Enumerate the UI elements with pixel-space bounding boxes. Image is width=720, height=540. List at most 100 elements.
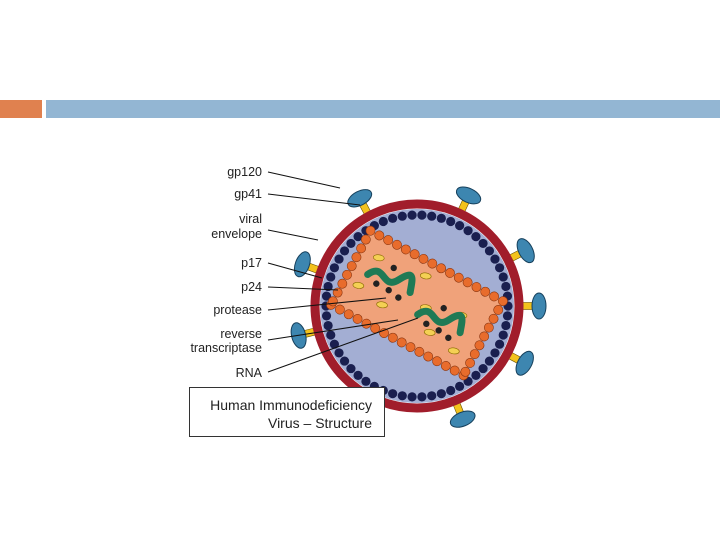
caption-line-2: Virus – Structure (267, 415, 372, 431)
lipid-bead (353, 232, 363, 242)
gp120-cap (449, 410, 476, 428)
lipid-bead (407, 392, 417, 402)
leader-line-rna (267, 317, 419, 373)
protease-molecule (448, 347, 460, 355)
capsid-bead (480, 286, 491, 297)
lipid-bead (346, 363, 356, 374)
lipid-bead (378, 216, 388, 227)
capsid-bead (352, 314, 363, 324)
gp120-cap (515, 350, 534, 376)
capsid-bead (462, 277, 473, 288)
label-reverse-transcriptase: transcriptase (190, 341, 262, 355)
lipid-bead (397, 391, 407, 401)
label-viral-envelope: envelope (211, 227, 262, 241)
lipid-bead (498, 272, 508, 282)
protease-molecule (423, 329, 436, 336)
rna-strand (364, 267, 416, 297)
capsid-bead (356, 243, 367, 254)
lipid-bead (446, 216, 456, 227)
reverse-transcriptase-molecule (440, 304, 447, 312)
capsid-bead (474, 340, 485, 351)
lipid-bead (494, 339, 505, 349)
capsid-bead (498, 296, 508, 307)
lipid-bead (455, 381, 465, 391)
gp120-cap (531, 292, 547, 320)
lipid-bead (484, 356, 495, 366)
capsid-bead (365, 225, 376, 236)
lipid-bead (427, 211, 437, 221)
lipid-bead (397, 211, 407, 221)
envelope-spike (290, 322, 324, 349)
label-reverse-transcriptase: reverse (220, 327, 262, 341)
capsid-bead (334, 304, 345, 315)
protease-molecule (376, 301, 388, 309)
lipid-bead (436, 389, 446, 399)
reverse-transcriptase-molecule (373, 280, 380, 287)
lipid-bead (427, 391, 437, 401)
lipid-bead (326, 330, 336, 340)
lipid-bead (321, 291, 332, 301)
capsid-bead (418, 253, 429, 264)
lipid-bead (323, 281, 333, 292)
capsid-bead (414, 346, 425, 357)
reverse-transcriptase-molecule (390, 264, 397, 272)
lipid-bead (471, 370, 481, 380)
lipid-bead (484, 246, 495, 256)
lipid-bead (446, 385, 456, 396)
label-protease: protease (213, 303, 262, 317)
label-gp41: gp41 (234, 187, 262, 201)
lipid-bead (323, 320, 333, 331)
capsid-bead (483, 322, 494, 333)
labels-layer: gp120gp41viralenvelopep17p24proteasereve… (190, 165, 262, 380)
envelope-spike (514, 292, 547, 320)
viral-envelope-ring (310, 199, 524, 413)
lipid-bead (361, 376, 371, 386)
gp120-cap (516, 238, 535, 264)
capsid-bead (471, 282, 482, 292)
lipid-bead (334, 254, 344, 264)
label-rna: RNA (236, 366, 263, 380)
lipid-bead (417, 210, 427, 220)
lipid-bead (321, 311, 332, 321)
capsid-bead (423, 351, 434, 362)
reverse-transcriptase-molecule (385, 287, 392, 294)
leader-line-viral-envelope (267, 229, 319, 241)
capsid-bead (346, 261, 357, 271)
capsid-bead (361, 318, 372, 329)
capsid-bead (409, 249, 420, 260)
capsid-bead (469, 349, 480, 360)
capsid-bead (449, 365, 460, 376)
lipid-bead (463, 226, 473, 236)
lipid-bead (471, 232, 481, 242)
capsid-bead (493, 305, 504, 315)
capsid-bead (465, 358, 475, 368)
capsid-bead (460, 366, 471, 377)
rna-strand (414, 307, 466, 337)
lipid-bead (494, 263, 505, 273)
protease-molecule (352, 282, 365, 289)
lipid-bead (329, 263, 340, 273)
lipid-bead (501, 281, 511, 292)
capsid-bead (427, 258, 438, 269)
leader-line-p24 (267, 286, 339, 291)
lipid-bead (334, 348, 344, 358)
leader-line-protease (267, 297, 387, 311)
lipid-bead (407, 210, 417, 220)
leader-lines (267, 171, 419, 373)
gp120-cap (455, 186, 482, 205)
lipid-bead (478, 238, 488, 249)
label-p17: p17 (241, 256, 262, 270)
lipid-bead (353, 370, 363, 380)
capsid-bead (445, 268, 455, 278)
gp120-cap (347, 189, 373, 208)
capsid-bead (360, 234, 371, 245)
leader-line-gp120 (267, 171, 341, 189)
capsid-bead (370, 323, 381, 334)
capsid-bead (396, 337, 407, 348)
leader-line-p17 (267, 262, 323, 279)
capsid-bead (400, 244, 411, 255)
capsid-body (326, 225, 508, 381)
capsid-bead (436, 263, 447, 274)
lipid-bilayer (321, 210, 513, 402)
